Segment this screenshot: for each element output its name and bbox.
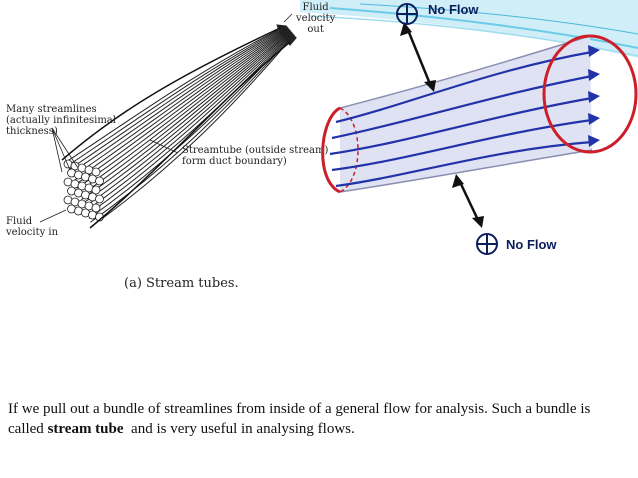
no-flow-label-bottom: No Flow [506, 237, 557, 252]
streamline-cross-section [91, 167, 101, 177]
streamline-cross-section [91, 185, 101, 195]
streamline-strand [67, 30, 279, 167]
no-flow-symbol-bottom [476, 233, 498, 255]
streamline-strand [68, 30, 280, 170]
label-streamtube: Streamtube (outside stream) form duct bo… [182, 145, 329, 167]
streamline-strand [71, 32, 281, 178]
description-text-end: and is very useful in analysing flows. [123, 421, 355, 437]
streamline-cross-section [91, 203, 101, 213]
streamline-strand [82, 37, 285, 204]
no-flow-label-top: No Flow [428, 2, 479, 17]
streamline-strand [77, 35, 284, 193]
description-paragraph: If we pull out a bundle of streamlines f… [8, 399, 628, 439]
streamline-strand [90, 40, 288, 223]
streamline-cross-section [95, 176, 104, 186]
label-fluid-velocity-in: Fluid velocity in [6, 216, 59, 238]
streamline-strand [79, 35, 284, 197]
streamline-strand [73, 33, 282, 182]
streamline-strand [74, 33, 282, 186]
outlet-edge [542, 34, 638, 154]
streamline-strand [91, 41, 289, 227]
figure-caption: (a) Stream tubes. [124, 276, 239, 291]
streamline-cross-section [95, 194, 104, 204]
stream-tube-schematic [321, 3, 638, 255]
streamline-strand [70, 31, 281, 174]
description-text-start: If we pull out a bundle of streamlines f… [8, 401, 591, 437]
streamline-strand [84, 38, 286, 208]
stream-tube-term: stream tube [47, 421, 124, 437]
label-fluid-velocity-out: Fluid velocity out [296, 2, 336, 35]
decorative-swoosh [300, 0, 638, 58]
label-many-streamlines: Many streamlines (actually infinitesimal… [6, 104, 116, 137]
streamline-strand [85, 38, 286, 212]
streamline-strand [65, 29, 279, 163]
inlet-edge [321, 106, 341, 194]
streamline-strand [76, 34, 283, 189]
stream-tube-drawing [39, 13, 297, 229]
no-flow-symbol-top [396, 3, 418, 25]
streamline-strand [87, 39, 287, 216]
streamline-strand [81, 36, 285, 201]
